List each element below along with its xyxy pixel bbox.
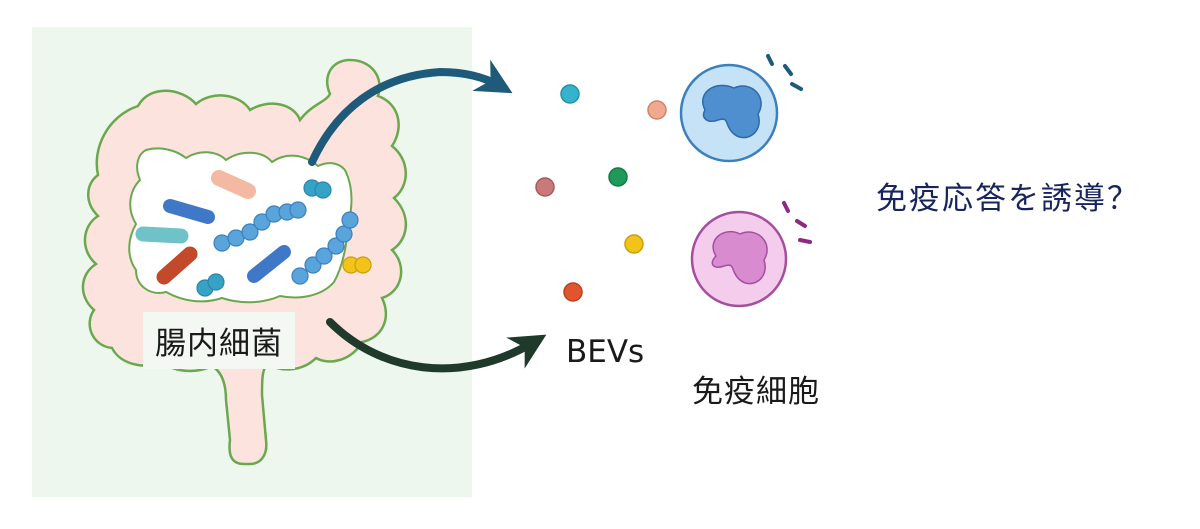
bacterium-rod-blue-2 [247,245,291,283]
vesicle-orange [563,282,583,302]
immune-cell-blue [679,54,803,163]
bevs-vesicles [535,84,667,302]
bacterium-yellow [342,256,372,274]
bacterium-rod-red [156,246,198,285]
vesicle-cyan [560,84,580,104]
bacterium-rod-blue [163,199,215,224]
vesicle-peach [647,100,667,120]
immune-response-question: 免疫応答を誘導？ [876,181,1140,217]
bevs-label: BEVs [566,334,645,370]
bacterium-diplococcus [196,179,332,297]
vesicle-rose [535,177,555,197]
activation-marks-blue [766,54,803,91]
vesicle-yellow [624,234,644,254]
immune-cell-pink [690,201,812,308]
bacterium-chain [213,201,359,285]
immune-cells-label: 免疫細胞 [692,374,820,410]
nucleus-pink [711,231,768,285]
bacterium-rod-teal [135,226,189,244]
nucleus-blue [702,84,762,139]
bacterium-rod-peach [211,170,256,199]
activation-marks-pink [782,201,812,244]
vesicle-release-arrow [308,59,513,166]
gut-bacteria-group [135,170,372,297]
vesicle-green [608,167,628,187]
gut-bacteria-label: 腸内細菌 [143,312,295,369]
bacteria-to-bevs-arrow [326,318,547,373]
